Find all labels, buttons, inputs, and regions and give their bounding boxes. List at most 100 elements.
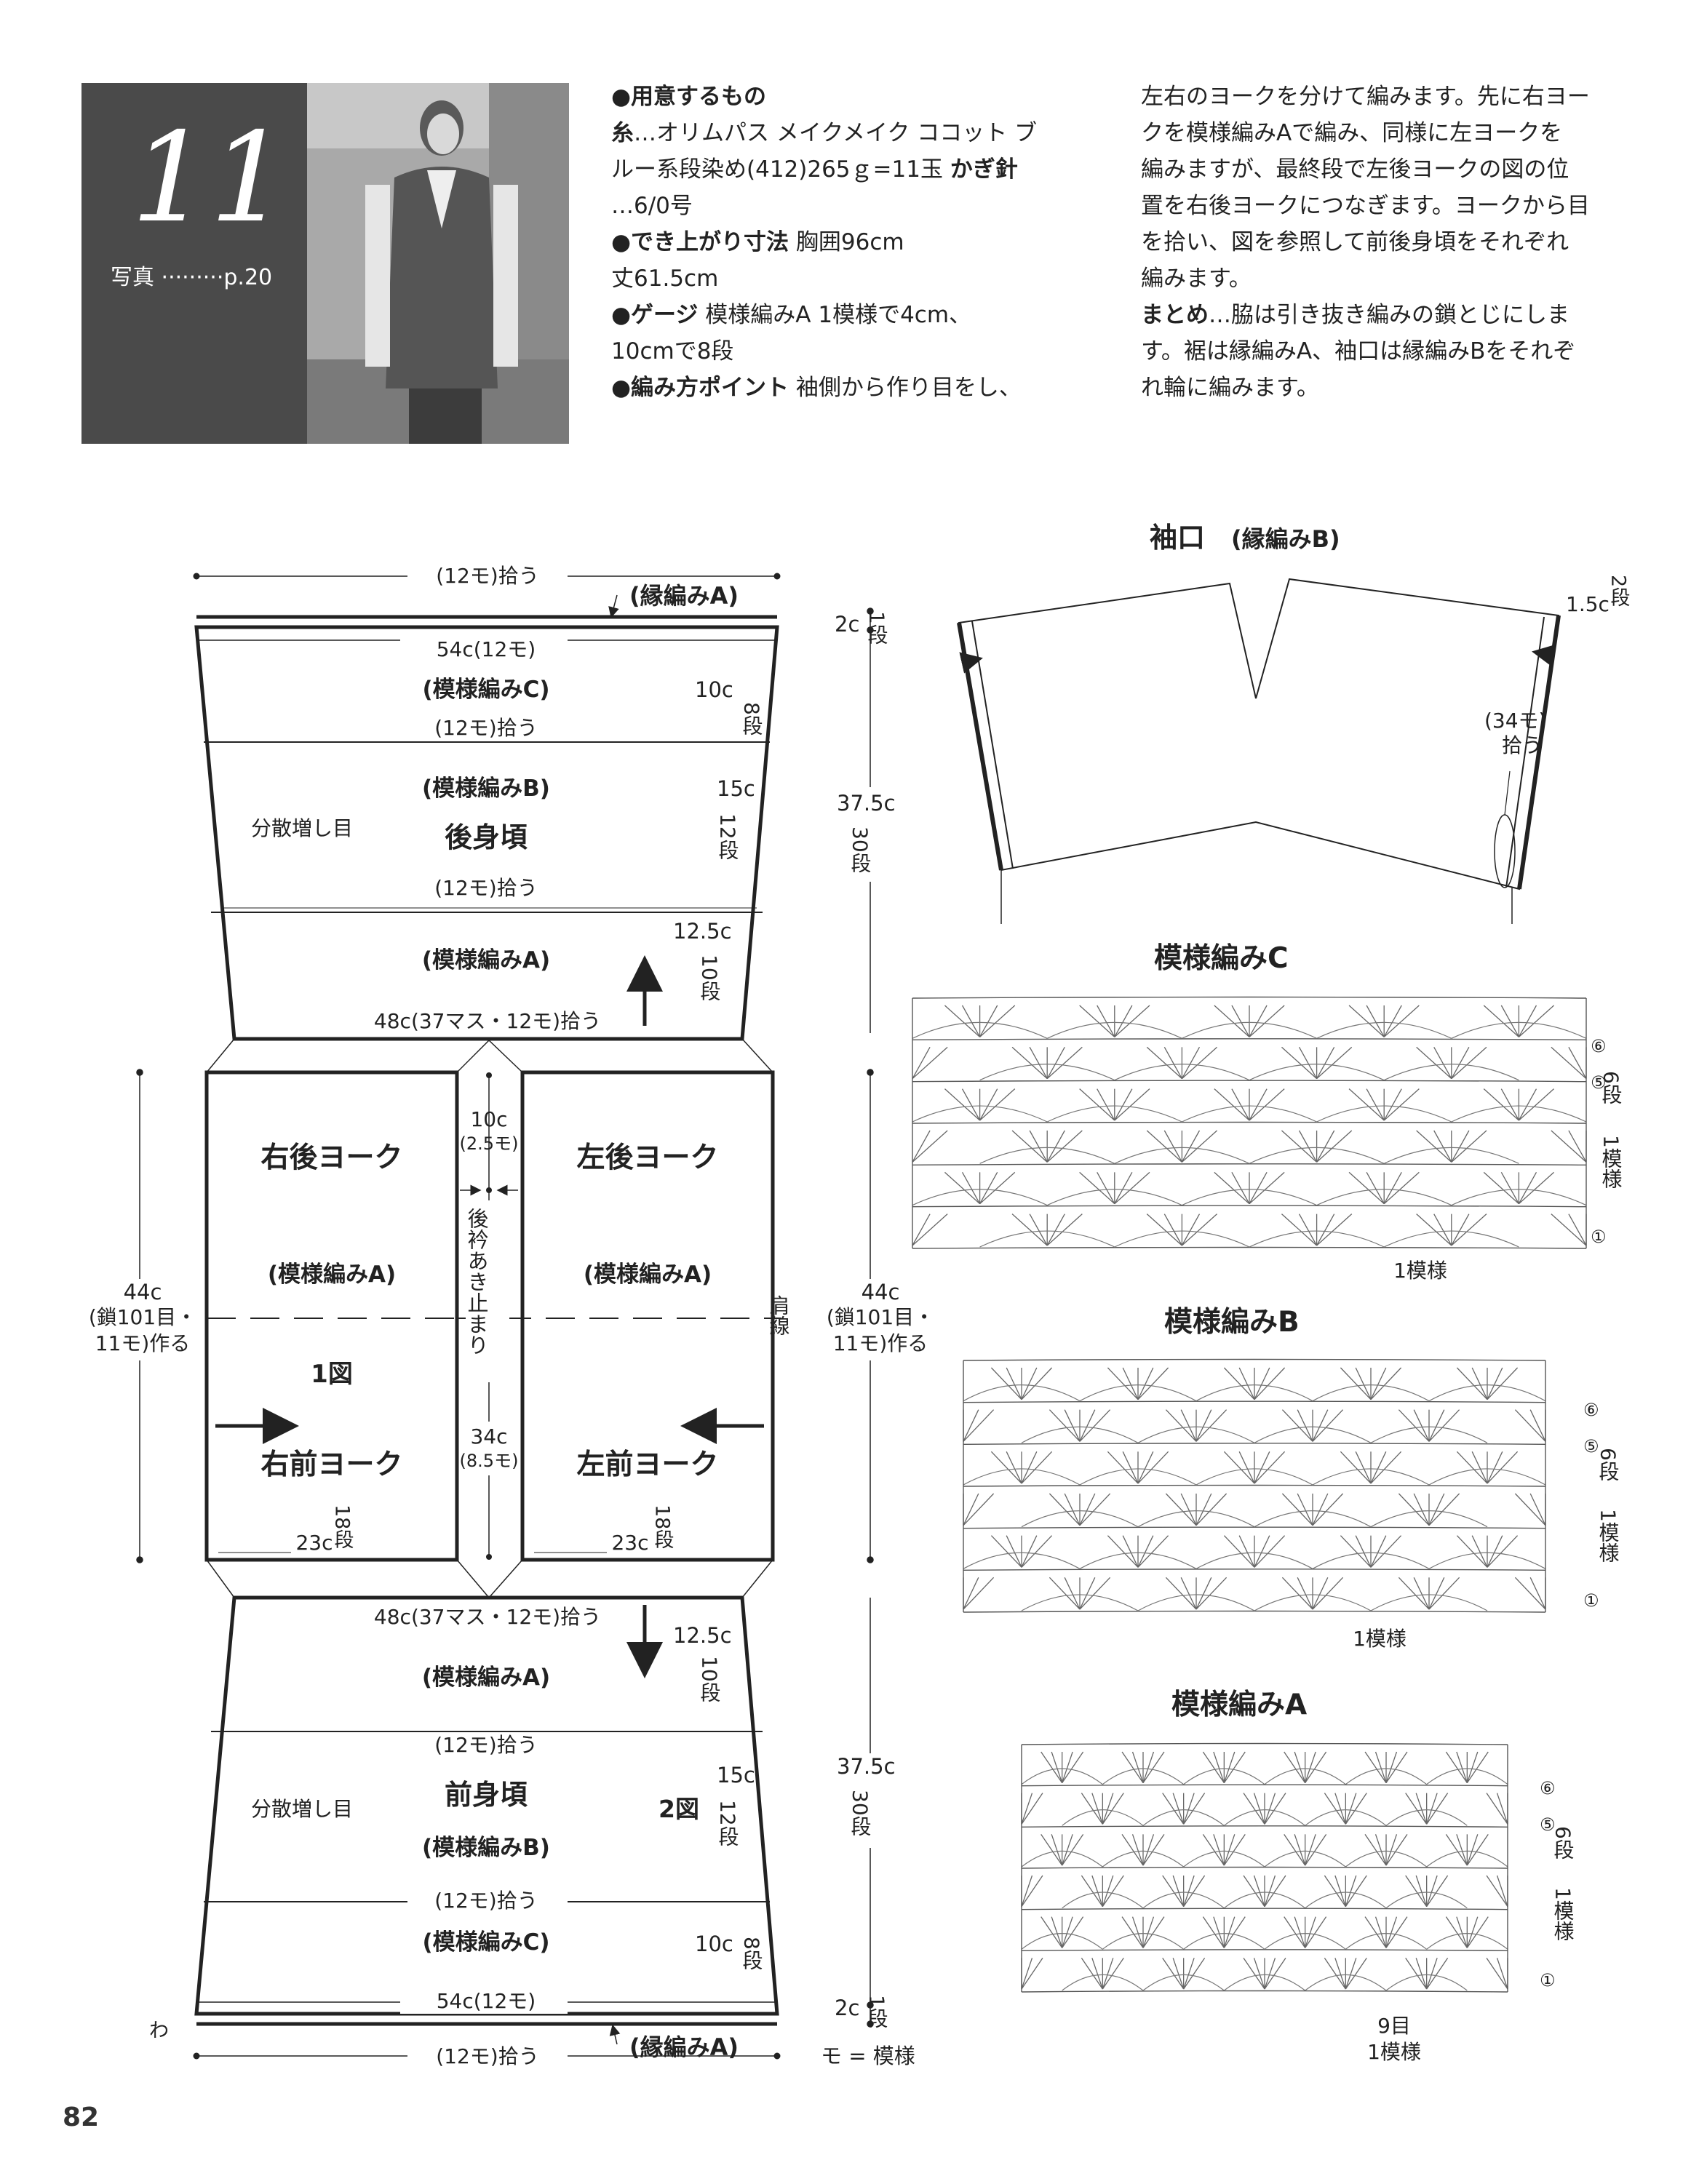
chain-arc: [1428, 1468, 1546, 1486]
chain-arc: [1114, 1230, 1250, 1248]
stitch-line: [1051, 1751, 1063, 1783]
stitch-line: [1131, 1916, 1144, 1948]
chain-row: [1021, 1908, 1508, 1910]
stitch-line: [1142, 1751, 1165, 1784]
stitch-line: [1146, 1046, 1182, 1080]
stitch-line: [1340, 1451, 1372, 1484]
chain-arc: [1249, 1230, 1385, 1248]
chain-arc: [1316, 1189, 1452, 1206]
chain-arc: [963, 1384, 1081, 1402]
chain-arc: [1142, 1892, 1225, 1909]
chart-b-title: 模様編みB: [1164, 1306, 1300, 1339]
stitch-line: [1249, 1088, 1285, 1121]
chart-a-one-pattern: 1模様: [1367, 2040, 1421, 2064]
stitch-line: [1487, 1535, 1519, 1568]
chain-arc: [1079, 1552, 1197, 1569]
stitch-line: [1041, 1833, 1063, 1866]
stitch-line: [1172, 1875, 1185, 1907]
cuff-subtitle: (縁編みB): [1231, 525, 1340, 553]
stitch-line: [1114, 1088, 1133, 1121]
stitch-line: [1172, 1793, 1185, 1825]
stitch-line: [1249, 1005, 1285, 1037]
stitch-line: [1551, 1130, 1587, 1163]
front-pattern-c: (模様編みC): [422, 1929, 549, 1956]
stitch-line: [1486, 1793, 1508, 1825]
stitch-line: [1195, 1577, 1228, 1610]
stitch-line: [1551, 1213, 1587, 1246]
stitch-line: [1051, 1834, 1063, 1866]
stitch-line: [1316, 1130, 1335, 1163]
chain-row: [1021, 1866, 1508, 1869]
chart-b-rows-6: 6段: [1596, 1448, 1620, 1481]
stitch-line: [1398, 1577, 1430, 1610]
stitch-line: [1243, 1793, 1265, 1825]
stitch-line: [1011, 1130, 1048, 1163]
stitch-line: [1451, 1130, 1470, 1163]
stitch-line: [1195, 1493, 1212, 1526]
chain-arc: [1137, 1510, 1255, 1528]
chain-arc: [1312, 1552, 1430, 1569]
edge-a-label-bottom: (縁編みA): [629, 2033, 739, 2061]
stitch-line: [1214, 1088, 1250, 1121]
stitch-line: [1312, 1493, 1329, 1526]
right-back-yoke-label: 右後ヨーク: [260, 1141, 402, 1174]
stitch-line: [1102, 1875, 1114, 1907]
stitch-line: [1294, 1916, 1306, 1948]
stitch-line: [1568, 1213, 1587, 1246]
chain-arc: [1370, 1594, 1488, 1611]
text-line: クを模様編みAで編み、同様に左ヨークを: [1141, 120, 1563, 146]
stitch-line: [979, 1171, 1016, 1205]
stitch-chart-c: [912, 996, 1587, 1249]
chain-arc: [1182, 1021, 1317, 1039]
chain-arc: [1062, 1974, 1144, 1991]
stitch-line: [1297, 1577, 1313, 1610]
text-line: ●編み方ポイント 袖側から作り目をし、: [611, 375, 1022, 401]
stitch-line: [1405, 1875, 1428, 1908]
stitch-line: [1102, 1793, 1114, 1825]
stitch-line: [1348, 1171, 1385, 1205]
stitch-line: [1355, 1535, 1372, 1568]
stitch-line: [1091, 1958, 1103, 1990]
stitch-line: [1456, 1916, 1468, 1948]
stitch-line: [1202, 1833, 1225, 1866]
stitch-line: [1180, 1493, 1197, 1526]
stitch-line: [1165, 1577, 1197, 1610]
left-front-rows-18: 18段: [651, 1505, 675, 1549]
back-rows-1: 1段: [865, 611, 889, 645]
stitch-line: [1062, 1916, 1084, 1948]
stitch-line: [1428, 1409, 1460, 1442]
left-back-yoke-label: 左後ヨーク: [576, 1141, 718, 1174]
stitch-line: [1249, 1171, 1285, 1205]
text-line: 編みます。: [1141, 266, 1252, 292]
stitch-line: [1162, 1957, 1185, 1990]
chain-arc: [1223, 1809, 1306, 1826]
stitch-line: [1370, 1367, 1402, 1400]
stitch-line: [1298, 1130, 1318, 1163]
stitch-line: [1079, 1493, 1096, 1526]
stitch-line: [1102, 1957, 1124, 1990]
chain-row: [912, 1246, 1587, 1249]
chain-arc: [963, 1552, 1081, 1569]
stitch-line: [1254, 1451, 1270, 1484]
chain-row: [1021, 1784, 1508, 1787]
stitch-line: [1062, 1916, 1073, 1948]
stitch-line: [1487, 1367, 1503, 1400]
stitch-line: [1114, 1088, 1150, 1121]
chart-b-one-pattern-side: 1模様: [1596, 1509, 1620, 1563]
stitch-line: [1114, 1171, 1150, 1205]
stitch-line: [1202, 1751, 1225, 1784]
stitch-line: [1049, 1409, 1081, 1442]
stitch-line: [1483, 1005, 1519, 1037]
stitch-line: [1254, 1367, 1270, 1400]
stitch-line: [1049, 1493, 1081, 1526]
stitch-line: [1415, 1875, 1428, 1907]
stitch-line: [1163, 1130, 1182, 1163]
stitch-line: [1223, 1751, 1236, 1783]
stitch-line: [1281, 1046, 1318, 1080]
front-125c: 12.5c: [673, 1623, 732, 1648]
stitch-line: [1294, 1834, 1306, 1866]
text-line: ルー系段染め(412)265ｇ=11玉 かぎ針: [611, 156, 1018, 183]
stitch-line: [1238, 1535, 1255, 1568]
stitch-line: [1466, 1916, 1489, 1948]
stitch-line: [1364, 1833, 1387, 1866]
